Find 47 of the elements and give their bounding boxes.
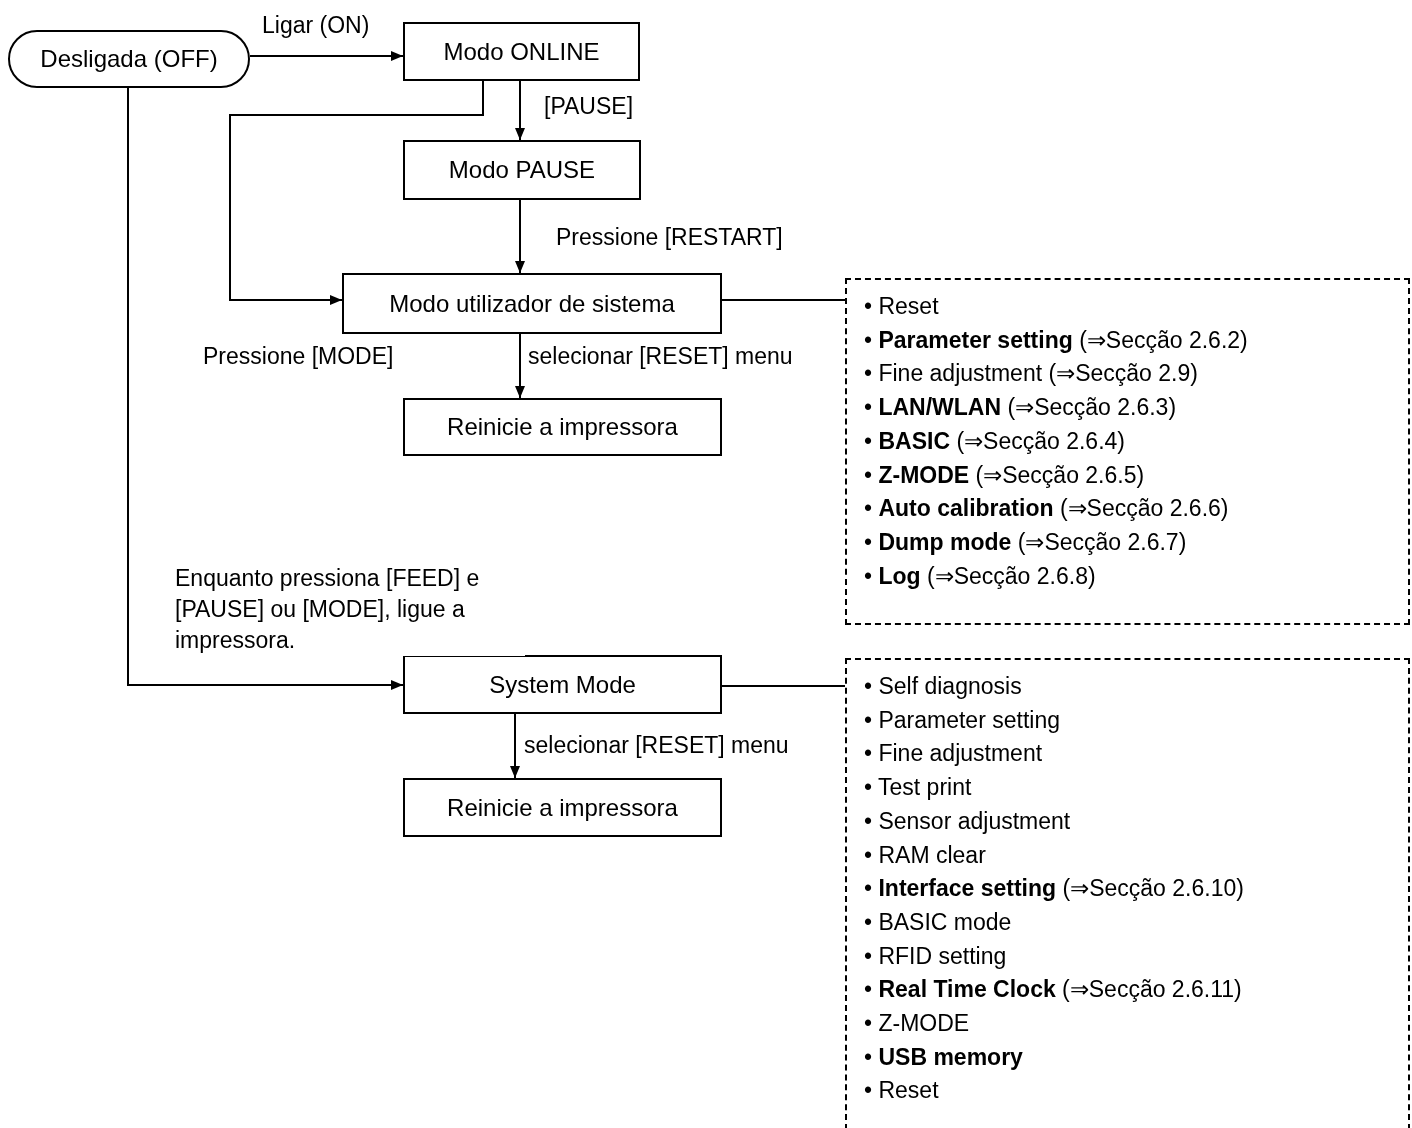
box-label: Reinicie a impressora [447, 793, 678, 822]
menu-item: • Self diagnosis [864, 672, 1022, 701]
process-box [342, 273, 722, 334]
menu-item: • Reset [864, 292, 939, 321]
arrow [229, 80, 484, 305]
dashed-menu-box [845, 658, 1410, 1128]
menu-item: • Dump mode (⇒Secção 2.6.7) [864, 527, 1187, 557]
menu-item: • BASIC (⇒Secção 2.6.4) [864, 426, 1125, 456]
process-box [403, 140, 641, 200]
arrow [515, 80, 525, 141]
menu-item: • Reset [864, 1076, 939, 1106]
menu-item: • LAN/WLAN (⇒Secção 2.6.3) [864, 393, 1177, 423]
process-box [403, 398, 722, 456]
menu-item: • Z-MODE (⇒Secção 2.6.5) [864, 460, 1145, 490]
box-label: Desligada (OFF) [40, 45, 218, 73]
arrow [510, 713, 520, 779]
box-label: Modo ONLINE [443, 37, 600, 66]
menu-item: • Test print [864, 773, 972, 803]
menu-item: • Log (⇒Secção 2.6.8) [864, 561, 1096, 591]
menu-item: • Parameter setting [864, 705, 1060, 735]
arrow [249, 51, 404, 61]
menu-item: • RFID setting [864, 941, 1007, 971]
dashed-menu-box [845, 278, 1410, 625]
menu-item: • Interface setting (⇒Secção 2.6.10) [864, 874, 1244, 904]
box-label: Modo PAUSE [448, 156, 596, 184]
box-label: System Mode [489, 670, 636, 699]
menu-item: • Fine adjustment (⇒Secção 2.9) [864, 359, 1198, 389]
menu-item: • RAM clear [864, 840, 986, 870]
connector-line [721, 685, 846, 687]
process-box [403, 655, 722, 714]
process-box [403, 778, 722, 837]
terminal-box [8, 30, 250, 88]
arrow [127, 87, 404, 690]
menu-item: • Parameter setting (⇒Secção 2.6.2) [864, 325, 1248, 355]
menu-item: • Z-MODE [864, 1009, 970, 1039]
box-label: Reinicie a impressora [447, 413, 678, 441]
box-label: Modo utilizador de sistema [389, 289, 675, 318]
arrow [515, 199, 525, 274]
menu-item: • Sensor adjustment [864, 806, 1071, 836]
process-box [403, 22, 640, 81]
menu-item: • Real Time Clock (⇒Secção 2.6.11) [864, 975, 1242, 1005]
connector-line [721, 299, 846, 301]
menu-item: • Fine adjustment [864, 739, 1043, 769]
menu-item: • Auto calibration (⇒Secção 2.6.6) [864, 494, 1229, 524]
arrow [515, 333, 525, 399]
menu-item: • USB memory [864, 1042, 1023, 1072]
menu-item: • BASIC mode [864, 907, 1012, 937]
